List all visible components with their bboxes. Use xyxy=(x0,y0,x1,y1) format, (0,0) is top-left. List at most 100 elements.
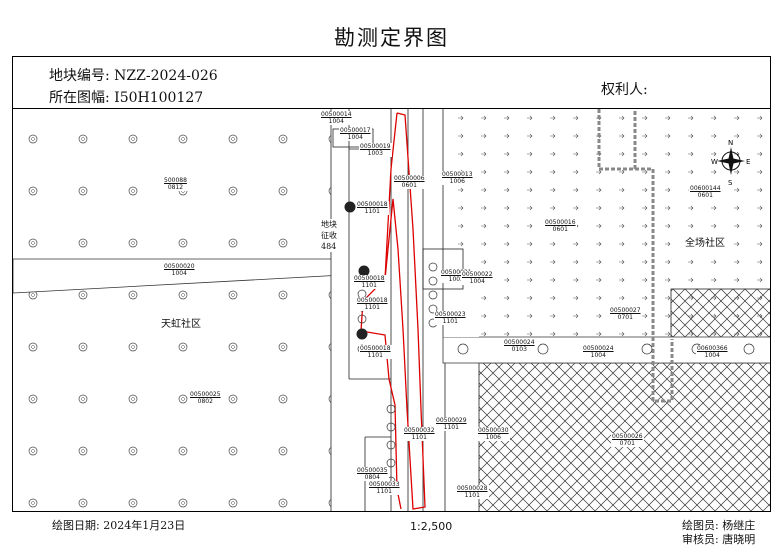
parcel-class: 1004 xyxy=(347,134,363,141)
parcel-class: 1101 xyxy=(361,282,377,289)
survey-boundary-west xyxy=(384,112,398,280)
parcel-class: 1006 xyxy=(449,178,465,185)
parcel-code: 00500018 xyxy=(357,297,388,304)
parcel-class: 0601 xyxy=(401,182,417,189)
parcel-code: 00500033 xyxy=(369,481,400,488)
parcel-code: 00500035 xyxy=(357,467,388,474)
parcel-code: 00500029 xyxy=(436,417,467,424)
parcel-class: 0701 xyxy=(619,440,635,447)
parcel-code: 00500017 xyxy=(340,127,371,134)
parcel-class: 0601 xyxy=(552,226,568,233)
parcel-code: 00500023 xyxy=(435,311,466,318)
parcel-note: 地块 征收 484 xyxy=(321,219,337,252)
parcel-class: 1004 xyxy=(469,278,485,285)
community-label-east: 全场社区 xyxy=(685,234,725,249)
parcel-class: 1101 xyxy=(367,352,383,359)
parcel-code: 00500014 xyxy=(321,111,352,118)
parcel-class: 0802 xyxy=(197,398,213,405)
owner-label: 权利人: xyxy=(601,82,648,98)
compass-w: W xyxy=(711,158,718,166)
parcel-code: 00500013 xyxy=(442,171,473,178)
parcel-class: 1101 xyxy=(442,318,458,325)
monument-marker xyxy=(344,201,356,213)
parcel-class: 1101 xyxy=(411,434,427,441)
hatched-block-east xyxy=(670,288,770,340)
parcel-code: 00500018 xyxy=(357,201,388,208)
map-scale: 1:2,500 xyxy=(410,520,453,533)
parcel-class: 1101 xyxy=(443,424,459,431)
parcel-class: 0601 xyxy=(697,192,713,199)
compass-icon: N S E W xyxy=(711,139,750,187)
parcel-class: 1101 xyxy=(464,492,480,499)
parcel-class: 1101 xyxy=(364,208,380,215)
parcel-class: 1003 xyxy=(367,150,383,157)
parcel-class: 1101 xyxy=(376,488,392,495)
parcel-class: 1004 xyxy=(704,352,720,359)
compass-s: S xyxy=(728,179,733,187)
community-boundary xyxy=(597,109,674,403)
parcel-code: 00500018 xyxy=(354,275,385,282)
parcel-code: 00500006 xyxy=(394,175,425,182)
parcel-class: 1004 xyxy=(328,118,344,125)
draw-date: 绘图日期: 2024年1月23日 xyxy=(52,519,186,532)
drafter: 绘图员: 杨继庄 xyxy=(682,519,756,532)
parcel-code: 00500020 xyxy=(164,263,195,270)
map-title: 勘测定界图 xyxy=(334,26,449,50)
parcel-class: 1003 xyxy=(448,276,464,283)
parcel-code: 00500021 xyxy=(441,269,472,276)
community-label-west: 天虹社区 xyxy=(161,315,201,330)
parcel-code: 00500016 xyxy=(545,219,576,226)
parcel-code: 500088 xyxy=(164,177,187,184)
map-sheet: 所在图幅: I50H100127 xyxy=(49,90,204,106)
parcel-code: 00500025 xyxy=(190,391,221,398)
monument-marker xyxy=(358,265,370,277)
survey-boundary xyxy=(360,112,426,510)
parcel-code: 00500018 xyxy=(360,345,391,352)
compass-e: E xyxy=(746,158,750,166)
monument-marker xyxy=(356,328,368,340)
parcel-code: 00500028 xyxy=(457,485,488,492)
parcel-code: 00500032 xyxy=(404,427,435,434)
parcel-class: 1006 xyxy=(485,434,501,441)
parcel-code: 00500024 xyxy=(583,345,614,352)
parcel-code: 00500019 xyxy=(360,143,391,150)
parcel-code: 00500030 xyxy=(478,427,509,434)
reviewer: 审核员: 唐晓明 xyxy=(682,533,756,546)
parcel-class: 0103 xyxy=(511,346,527,353)
parcel-class: 0701 xyxy=(617,314,633,321)
info-panel: 地块编号: NZZ-2024-026 所在图幅: I50H100127 权利人: xyxy=(12,56,771,108)
parcel-code: 00500026 xyxy=(612,433,643,440)
parcel-code: 00500024 xyxy=(504,339,535,346)
parcel-class: 1004 xyxy=(590,352,606,359)
parcel-class: 0812 xyxy=(167,184,184,191)
parcel-code: 00500027 xyxy=(610,307,641,314)
parcel-code: 00600144 xyxy=(690,185,721,192)
west-land-pattern xyxy=(13,109,331,511)
